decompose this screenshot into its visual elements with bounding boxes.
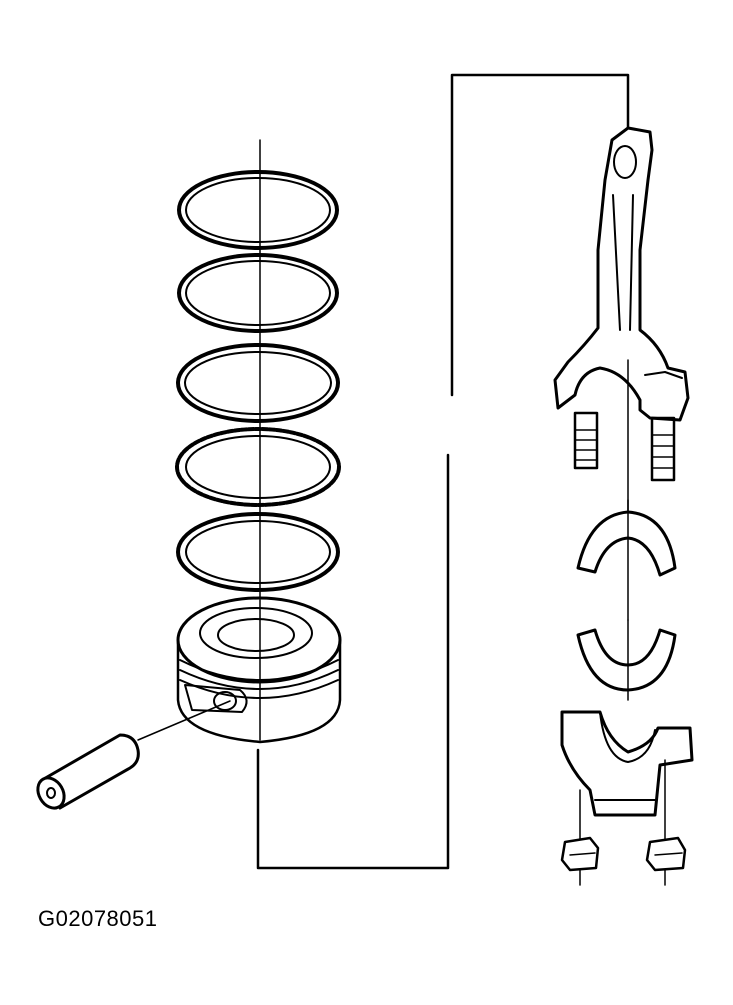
assembly-connector-line xyxy=(258,75,628,868)
rod-bolt-right xyxy=(652,418,674,480)
piston-pin xyxy=(33,701,230,813)
figure-code: G02078051 xyxy=(38,906,158,931)
oil-ring-rail-upper xyxy=(178,345,338,421)
rod-nut-left xyxy=(562,838,598,870)
connecting-rod xyxy=(555,128,688,520)
compression-ring-top xyxy=(179,172,337,248)
compression-ring-second xyxy=(179,255,337,331)
lower-bearing-shell xyxy=(578,620,675,700)
piston-pin-boss xyxy=(185,685,247,712)
oil-ring-rail-lower xyxy=(178,514,338,590)
rod-nut-right xyxy=(647,838,685,870)
upper-bearing-shell xyxy=(578,500,675,620)
oil-ring-expander xyxy=(177,429,339,505)
rod-bolt-left xyxy=(575,413,597,468)
piston xyxy=(178,598,340,742)
